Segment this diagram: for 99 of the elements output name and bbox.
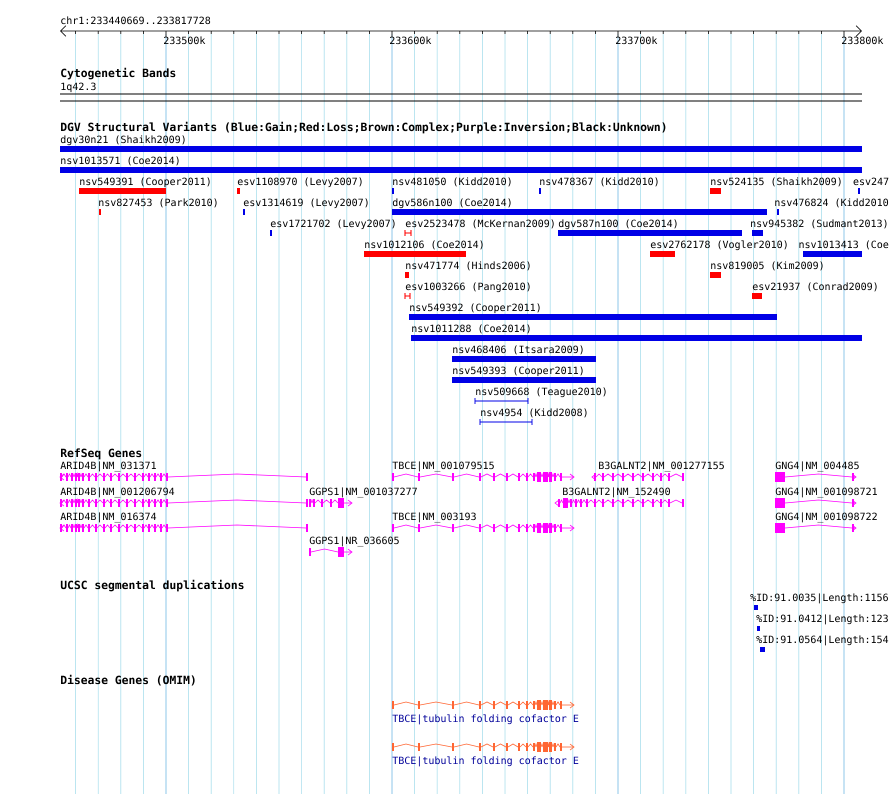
node-label: nsv471774 (Hinds2006) [406, 261, 530, 270]
gene-model: ARID4B|NM_001206794 [59, 487, 308, 507]
variant-feature: dgv587n100 (Coe2014) [558, 219, 742, 236]
variant-feature: nsv1011288 (Coe2014) [411, 324, 862, 341]
track-heading: UCSC segmental duplications [60, 580, 244, 592]
node-label: %ID:91.0412|Length:123 [756, 614, 888, 624]
node-label: nsv481050 (Kidd2010) [393, 177, 511, 186]
track-heading: RefSeq Genes [61, 448, 142, 460]
node-label: %ID:91.0035|Length:1156 [750, 593, 888, 604]
variant-feature: nsv1013413 (Coe [799, 240, 888, 257]
variant-feature: esv247 [854, 178, 888, 194]
variant-feature: nsv476824 (Kidd2010 [775, 198, 888, 215]
node-label: GGPS1|NR_036605 [310, 536, 399, 546]
node-label: nsv549393 (Cooper2011) [453, 366, 583, 376]
variant-feature: esv1108970 (Levy2007) [237, 177, 362, 194]
node-label: B3GALNT2|NM_001277155 [599, 461, 724, 472]
gene-model: GGPS1|NR_036605 [309, 536, 399, 557]
node-label: TBCE|NM_001079515 [392, 461, 494, 472]
segmental-duplication: %ID:91.0035|Length:1156 [750, 593, 888, 610]
segmental-duplication: %ID:91.0412|Length:123 [756, 614, 888, 631]
variant-feature: nsv945382 (Sudmant2013) [751, 219, 886, 236]
track-heading: Disease Genes (OMIM) [61, 674, 195, 686]
track-heading: Cytogenetic Bands [61, 68, 176, 80]
gene-model: B3GALNT2|NM_152490 [554, 487, 684, 508]
tick-label: 233800k [842, 36, 884, 44]
gene-model: B3GALNT2|NM_001277155 [591, 461, 724, 481]
node-label: GGPS1|NM_001037277 [310, 487, 417, 498]
variant-feature: esv1721702 (Levy2007) [270, 219, 395, 236]
variant-feature: nsv549393 (Cooper2011) [452, 366, 596, 383]
variant-feature: esv1314619 (Levy2007) [243, 198, 368, 215]
variant-feature: nsv481050 (Kidd2010) [392, 177, 511, 194]
variant-feature: nsv549392 (Cooper2011) [409, 303, 777, 320]
node-label: nsv1013571 (Coe2014) [61, 156, 179, 166]
variant-feature: esv21937 (Conrad2009) [752, 282, 877, 299]
node-label: nsv1012106 (Coe2014) [365, 240, 483, 250]
gene-model: GNG4|NM_001098722 [775, 512, 877, 533]
variant-feature: nsv549391 (Cooper2011) [79, 177, 210, 194]
node-label: nsv524135 (Shaikh2009) [711, 177, 841, 186]
node-label: ARID4B|NM_001206794 [60, 487, 174, 498]
node-label: dgv587n100 (Coe2014) [558, 219, 677, 230]
segmental-duplication: %ID:91.0564|Length:154 [756, 635, 888, 652]
node-label: esv1108970 (Levy2007) [238, 177, 362, 188]
node-label: nsv1011288 (Coe2014) [412, 324, 530, 334]
node-label: esv21937 (Conrad2009) [752, 282, 877, 292]
node-label: esv2762178 (Vogler2010) [650, 240, 787, 250]
variant-feature: nsv1013571 (Coe2014) [60, 156, 862, 173]
tick-label: 233600k [390, 36, 432, 44]
node-label: GNG4|NM_004485 [776, 461, 859, 472]
variant-feature: esv2523478 (McKernan2009) [404, 219, 554, 237]
node-label: nsv1013413 (Coe [799, 240, 888, 250]
gene-model: GGPS1|NM_001037277 [309, 487, 417, 508]
node-label: ARID4B|NM_031371 [60, 461, 156, 472]
variant-feature: nsv478367 (Kidd2010) [539, 177, 658, 194]
node-label: esv1721702 (Levy2007) [270, 219, 395, 230]
variant-feature: nsv819005 (Kim2009) [710, 261, 823, 278]
variant-feature: esv1003266 (Pang2010) [404, 282, 530, 300]
track-heading: DGV Structural Variants (Blue:Gain;Red:Loss;Brown:Complex;Purple:Inversion;Black:Unknown) [61, 122, 666, 134]
node-label: nsv478367 (Kidd2010) [540, 177, 658, 186]
gene-model: GNG4|NM_004485 [775, 461, 859, 482]
node-label: TBCE|NM_003193 [392, 512, 476, 522]
node-label: B3GALNT2|NM_152490 [563, 487, 670, 498]
coordinate-label: chr1:233440669..233817728 [61, 16, 210, 24]
node-label: GNG4|NM_001098721 [776, 487, 877, 498]
gene-model: ARID4B|NM_016374 [59, 512, 308, 532]
node-label: %ID:91.0564|Length:154 [756, 635, 888, 646]
variant-feature: nsv509668 (Teague2010) [474, 387, 606, 404]
node-label: esv247 [854, 178, 888, 186]
variant-feature: nsv827453 (Park2010) [99, 198, 217, 215]
node-label: nsv476824 (Kidd2010 [775, 198, 888, 208]
variant-feature: nsv468406 (Itsara2009) [452, 345, 596, 362]
variant-feature: nsv471774 (Hinds2006) [405, 261, 530, 278]
node-label: ARID4B|NM_016374 [60, 512, 156, 522]
node-label: dgv586n100 (Coe2014) [392, 198, 511, 208]
band-label: 1q42.3 [61, 82, 96, 92]
node-label: nsv549391 (Cooper2011) [80, 177, 210, 188]
tick-label: 233700k [616, 36, 658, 44]
variant-feature: dgv30n21 (Shaikh2009) [60, 135, 862, 152]
gene-model: ARID4B|NM_031371 [59, 461, 308, 481]
disease-gene: TBCE|tubulin folding cofactor E [392, 700, 578, 724]
variant-feature: nsv524135 (Shaikh2009) [710, 177, 841, 194]
variant-feature: nsv4954 (Kidd2008) [480, 408, 587, 426]
node-label: nsv945382 (Sudmant2013) [751, 219, 886, 228]
variant-feature: dgv586n100 (Coe2014) [392, 198, 767, 215]
node-label: nsv827453 (Park2010) [99, 198, 217, 208]
gene-model: TBCE|NM_003193 [392, 512, 575, 533]
variant-feature: nsv1012106 (Coe2014) [364, 240, 483, 257]
node-label: GNG4|NM_001098722 [776, 512, 877, 522]
node-label: dgv30n21 (Shaikh2009) [60, 135, 185, 146]
node-label: nsv468406 (Itsara2009) [453, 345, 583, 354]
tick-label: 233500k [164, 36, 206, 44]
node-label: TBCE|tubulin folding cofactor E [392, 714, 578, 724]
node-label: esv1314619 (Levy2007) [244, 198, 368, 208]
node-label: nsv549392 (Cooper2011) [410, 303, 540, 314]
variant-feature: esv2762178 (Vogler2010) [650, 240, 787, 257]
node-label: TBCE|tubulin folding cofactor E [392, 756, 578, 766]
node-label: nsv819005 (Kim2009) [711, 261, 823, 270]
disease-gene: TBCE|tubulin folding cofactor E [392, 742, 578, 766]
gene-model: TBCE|NM_001079515 [392, 461, 575, 482]
gene-model: GNG4|NM_001098721 [775, 487, 877, 508]
